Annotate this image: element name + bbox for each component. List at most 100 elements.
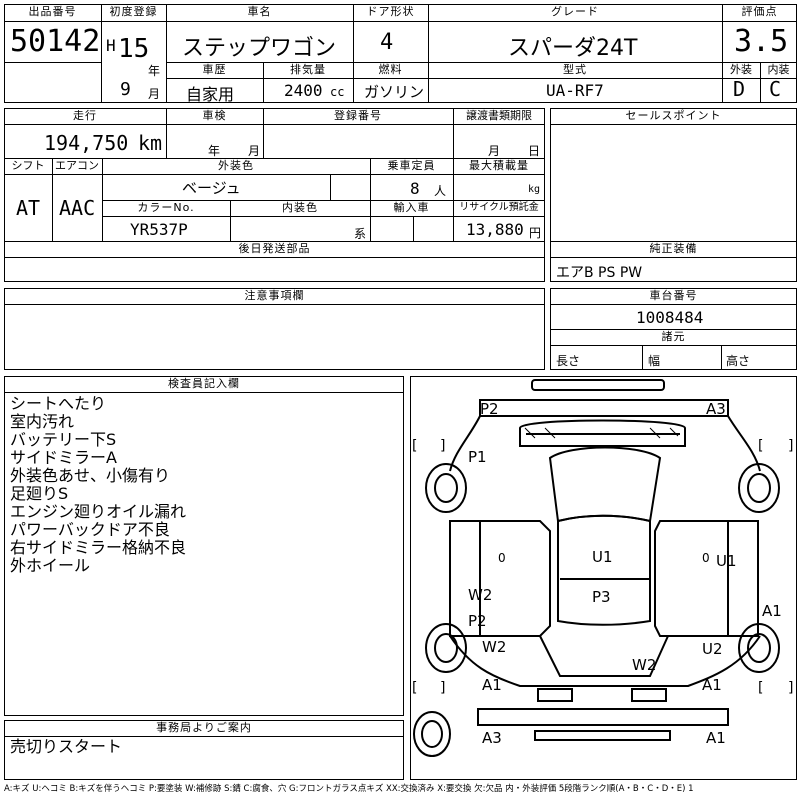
lot-number: 50142 — [10, 24, 101, 59]
transfer-label: 譲渡書類期限 — [466, 109, 532, 122]
recycle: 13,880 — [466, 220, 524, 239]
capacity: 8 — [410, 179, 420, 198]
interior-score: C — [769, 77, 782, 101]
insp-year-unit: 年 — [208, 144, 221, 158]
damage-mark: A1 — [482, 676, 502, 694]
displacement-label: 排気量 — [290, 63, 326, 76]
inspector-note: シートへたり — [10, 394, 107, 413]
score: 3.5 — [734, 24, 789, 59]
reg-year: 15 — [118, 34, 150, 64]
sales-point-frame — [550, 108, 797, 282]
inspector-note: 足廻りS — [10, 484, 69, 503]
max-load-label: 最大積載量 — [469, 159, 529, 172]
car-diagram: 0 0 P2 A3 P1 U1 U1 P3 W2 P2 W2 A1 U2 W2 … — [412, 379, 793, 757]
era: H — [106, 36, 116, 55]
int-color-unit: 系 — [354, 227, 367, 241]
inspector-note: 室内汚れ — [10, 412, 75, 431]
bracket: [ — [412, 680, 417, 696]
bracket: [ — [758, 438, 763, 454]
capacity-unit: 人 — [434, 184, 447, 198]
fuel: ガソリン — [364, 83, 425, 101]
history: 自家用 — [186, 85, 235, 104]
model: UA-RF7 — [546, 81, 604, 100]
bracket: [ — [412, 438, 417, 454]
damage-mark: U2 — [702, 640, 723, 658]
damage-mark: U1 — [716, 552, 737, 570]
reg-no-label: 登録番号 — [334, 109, 382, 122]
mileage: 194,750 — [44, 131, 129, 155]
reg-month: 9 — [120, 79, 131, 100]
damage-mark: P2 — [468, 612, 487, 630]
car-diagram-frame — [410, 376, 797, 780]
damage-mark: U1 — [592, 548, 613, 566]
damage-mark: A3 — [482, 729, 502, 747]
inspection-label: 車検 — [202, 109, 227, 122]
displacement: 2400 — [284, 81, 323, 100]
office-frame — [4, 720, 404, 780]
exterior-label: 外装 — [730, 63, 752, 76]
svg-text:0: 0 — [498, 551, 506, 565]
recycle-unit: 円 — [529, 226, 542, 240]
exterior-score: D — [733, 77, 746, 101]
shift: AT — [16, 196, 41, 220]
inspector-note: エンジン廻りオイル漏れ — [10, 502, 187, 521]
door-label: ドア形状 — [366, 5, 415, 18]
inspector-label: 検査員記入欄 — [168, 377, 240, 390]
first-reg-label: 初度登録 — [109, 5, 158, 18]
damage-mark: P1 — [468, 448, 487, 466]
sales-point-label: セールスポイント — [625, 109, 722, 122]
max-load-unit: kg — [528, 184, 541, 195]
damage-mark: A3 — [706, 400, 726, 418]
lot-label: 出品番号 — [28, 5, 77, 18]
bracket: ] — [788, 438, 793, 454]
damage-mark: P2 — [480, 400, 499, 418]
height-label: 高さ — [726, 354, 751, 368]
car-name-label: 車名 — [247, 5, 272, 18]
inspector-note: 外装色あせ、小傷有り — [10, 466, 171, 485]
header-frame — [4, 4, 797, 103]
recycle-label: リサイクル預託金 — [459, 202, 539, 213]
import-label: 輸入車 — [393, 201, 430, 214]
model-label: 型式 — [563, 63, 587, 76]
mileage-label: 走行 — [73, 109, 97, 122]
color-no-label: カラーNo. — [137, 201, 195, 214]
legend: A:キズ U:ヘコミ B:キズを伴うヘコミ P:要塗装 W:補修跡 S:錆 C:… — [4, 784, 694, 794]
grade: スパーダ24T — [508, 36, 638, 61]
caution-label: 注意事項欄 — [244, 289, 305, 302]
inspector-note: 右サイドミラー格納不良 — [10, 538, 187, 557]
office-label: 事務局よりご案内 — [156, 721, 252, 734]
equipment-label: 純正装備 — [649, 242, 698, 255]
equipment: エアB PS PW — [556, 265, 643, 281]
bracket: ] — [788, 680, 793, 696]
capacity-label: 乗車定員 — [387, 159, 436, 172]
damage-mark: P3 — [592, 588, 611, 606]
bracket: ] — [440, 438, 445, 454]
bracket: [ — [758, 680, 763, 696]
inspector-note: バッテリー下S — [10, 430, 117, 449]
door-type: 4 — [380, 30, 394, 55]
ac-label: エアコン — [55, 159, 99, 172]
history-label: 車歴 — [202, 63, 227, 76]
reg-month-unit: 月 — [148, 87, 161, 101]
transfer-month-unit: 月 — [488, 144, 501, 158]
interior-label: 内装 — [767, 63, 790, 76]
dims-label: 諸元 — [661, 330, 686, 343]
ac: AAC — [59, 196, 96, 220]
car-name: ステップワゴン — [182, 36, 337, 61]
shift-label: シフト — [11, 159, 45, 172]
ext-color: ベージュ — [182, 179, 241, 197]
svg-text:0: 0 — [702, 551, 710, 565]
color-no: YR537P — [130, 220, 188, 239]
ext-color-label: 外装色 — [218, 159, 254, 172]
specs-frame — [4, 108, 545, 282]
width-label: 幅 — [648, 354, 661, 368]
transfer-day-unit: 日 — [528, 144, 541, 158]
chassis-label: 車台番号 — [649, 289, 698, 302]
inspector-note: パワーバックドア不良 — [10, 520, 170, 539]
inspector-note: 外ホイール — [10, 556, 91, 575]
damage-mark: A1 — [762, 602, 782, 620]
inspector-frame — [4, 376, 404, 716]
chassis-number: 1008484 — [636, 308, 704, 327]
fuel-label: 燃料 — [378, 63, 403, 76]
inspector-note: サイドミラーA — [10, 448, 117, 467]
